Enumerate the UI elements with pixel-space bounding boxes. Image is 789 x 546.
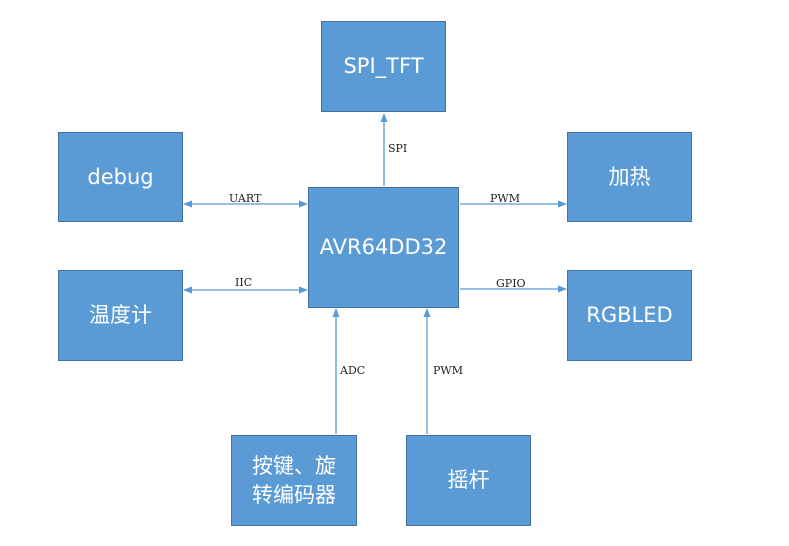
heater-label: 加热 bbox=[608, 164, 651, 189]
thermometer-box: 温度计 bbox=[58, 270, 183, 361]
edge-label-uart: UART bbox=[229, 192, 262, 205]
edge-label-pwm-joystick: PWM bbox=[433, 364, 463, 377]
buttons-label-line1: 按键、旋 bbox=[252, 454, 336, 479]
rgbled-box: RGBLED bbox=[567, 270, 692, 361]
buttons-label-line2: 转编码器 bbox=[252, 482, 336, 507]
debug-box: debug bbox=[58, 132, 183, 222]
edge-label-adc: ADC bbox=[340, 364, 366, 377]
edge-label-iic: IIC bbox=[235, 276, 253, 289]
thermometer-label: 温度计 bbox=[89, 303, 152, 328]
edge-label-gpio: GPIO bbox=[496, 277, 526, 290]
buttons-encoder-box: 按键、旋 转编码器 bbox=[231, 435, 357, 526]
edge-label-pwm-heater: PWM bbox=[490, 192, 520, 205]
heater-box: 加热 bbox=[567, 132, 692, 222]
debug-label: debug bbox=[87, 164, 154, 189]
rgbled-label: RGBLED bbox=[586, 303, 673, 328]
mcu-box: AVR64DD32 bbox=[308, 187, 459, 308]
edge-label-spi: SPI bbox=[388, 142, 408, 155]
joystick-box: 摇杆 bbox=[406, 435, 531, 526]
spi-tft-label: SPI_TFT bbox=[343, 54, 424, 79]
mcu-label: AVR64DD32 bbox=[319, 235, 448, 260]
spi-tft-box: SPI_TFT bbox=[321, 21, 446, 112]
joystick-label: 摇杆 bbox=[447, 468, 490, 493]
